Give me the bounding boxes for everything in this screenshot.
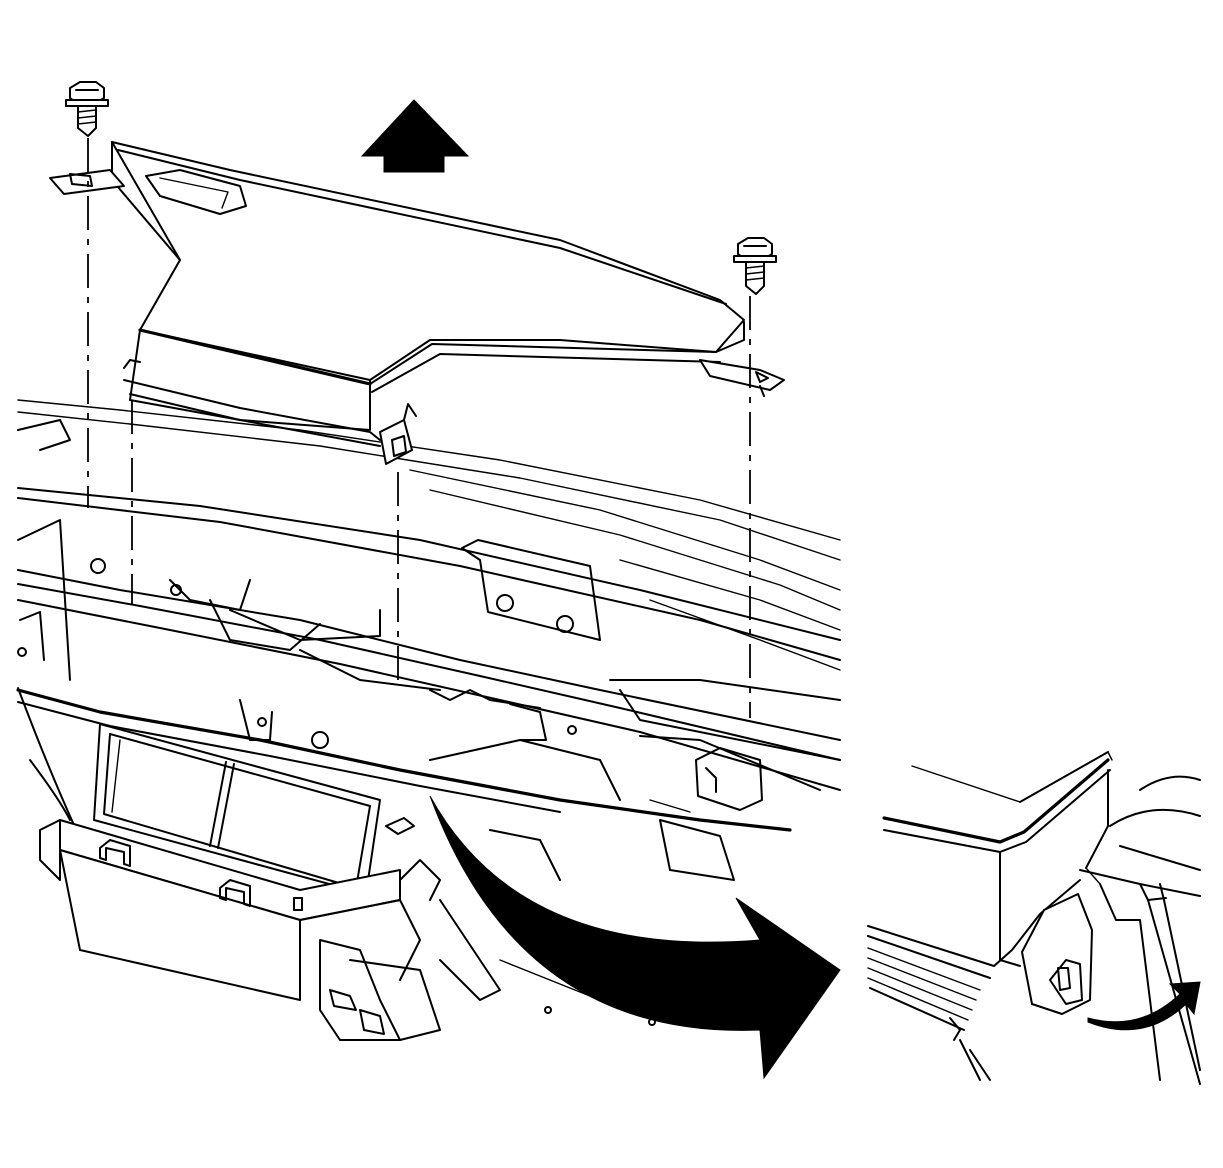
bolt-icon (65, 81, 109, 137)
cowl-panel (49, 141, 785, 465)
blower-housing (17, 687, 501, 1041)
leader-lines (87, 138, 751, 718)
curved-arrow-icon (429, 795, 841, 1080)
cowl-structure (16, 399, 841, 1026)
up-arrow-icon (360, 99, 470, 173)
small-curved-arrow-icon (1087, 981, 1201, 1031)
bolt-icon (733, 237, 777, 295)
detail-view (867, 751, 1201, 1085)
